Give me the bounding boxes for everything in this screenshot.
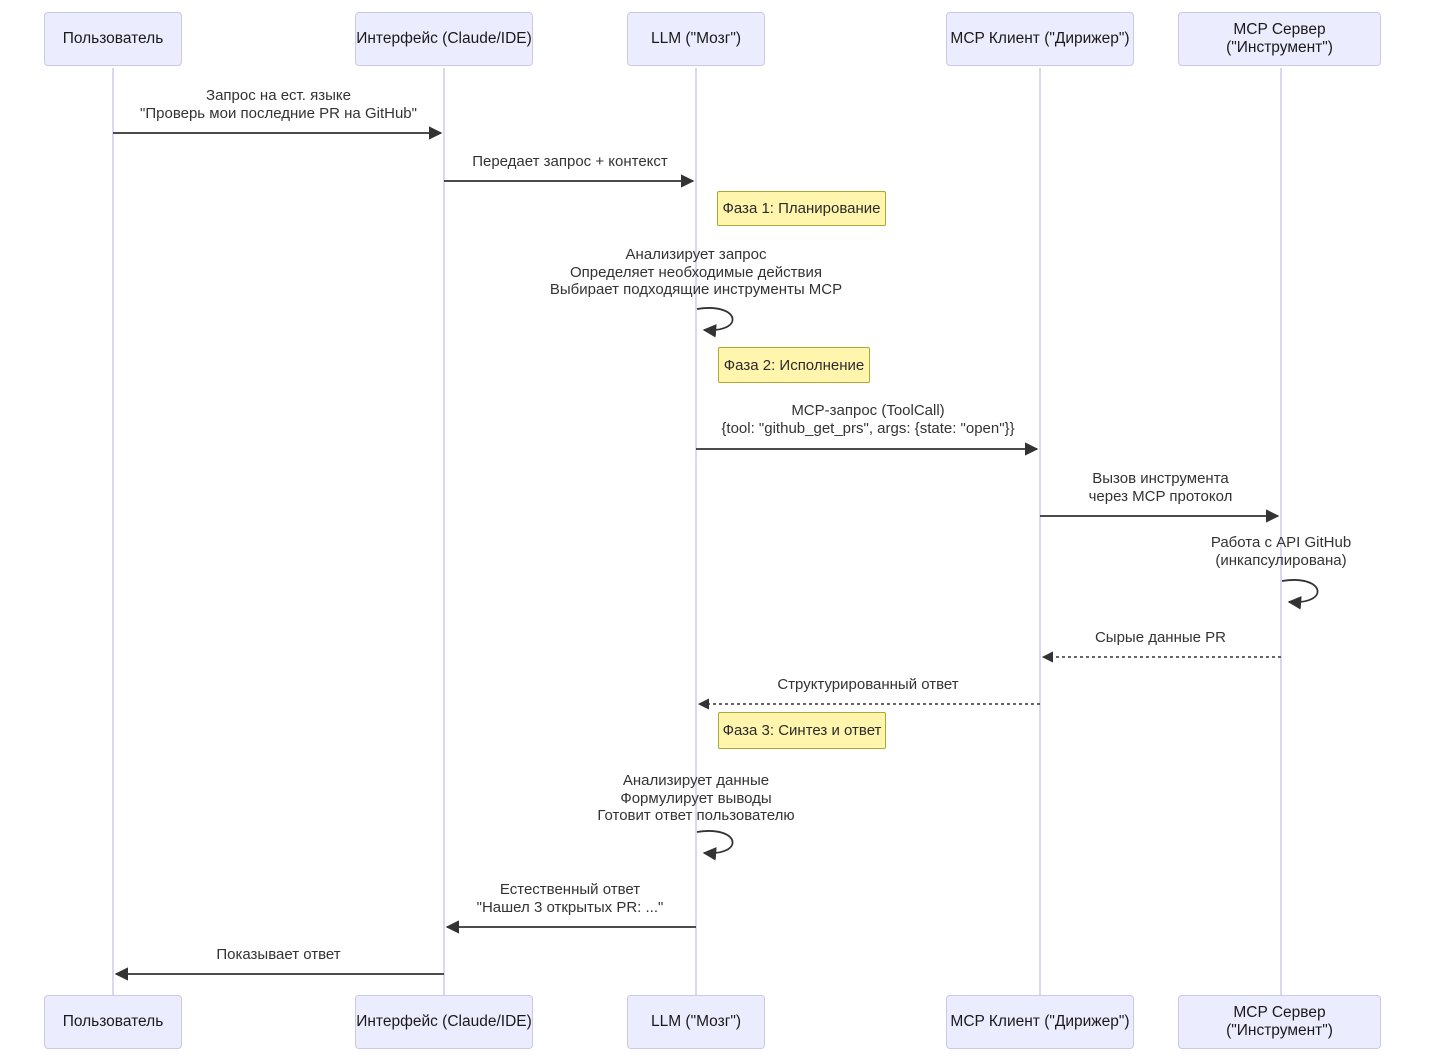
message-line: {tool: "github_get_prs", args: {state: "… (721, 419, 1015, 437)
message-line: Анализирует данные (622, 772, 770, 789)
message-line: Показывает ответ (216, 946, 341, 963)
actor-label: MCP Клиент ("Дирижер") (950, 1013, 1130, 1030)
message-line: через MCP протокол (1088, 487, 1233, 505)
self-loop-llm-synthesis (696, 830, 734, 861)
actor-bottom-user: Пользователь (44, 995, 182, 1049)
message-line: Естественный ответ (499, 881, 641, 898)
actor-bottom-mcp-server: MCP Сервер ("Инструмент") (1178, 995, 1381, 1049)
message-label-toolcall: MCP-запрос (ToolCall) {tool: "github_get… (676, 402, 1060, 437)
note-label: Фаза 3: Синтез и ответ (722, 722, 882, 739)
self-loop-server-github (1281, 579, 1319, 610)
note-phase-2: Фаза 2: Исполнение (718, 347, 870, 383)
message-line: MCP-запрос (ToolCall) (791, 402, 945, 419)
actor-top-mcp-server: MCP Сервер ("Инструмент") (1178, 12, 1381, 66)
message-line: "Нашел 3 открытых PR: ..." (476, 898, 664, 916)
actor-bottom-mcp-client: MCP Клиент ("Дирижер") (946, 995, 1134, 1049)
actor-top-mcp-client: MCP Клиент ("Дирижер") (946, 12, 1134, 66)
message-label-rawdata: Сырые данные PR (1040, 629, 1281, 647)
actor-label: Пользователь (62, 1013, 164, 1030)
actor-bottom-llm: LLM ("Мозг") (627, 995, 765, 1049)
message-line: Формулирует выводы (620, 789, 772, 807)
message-label-answer: Естественный ответ "Нашел 3 открытых PR:… (444, 881, 696, 916)
message-line: Запрос на ест. языке (206, 87, 351, 104)
message-line: (инкапсулирована) (1215, 551, 1347, 569)
self-message-llm-synthesis: Анализирует данные Формулирует выводы Го… (496, 772, 896, 825)
note-label: Фаза 2: Исполнение (723, 356, 865, 374)
message-line: Выбирает подходящие инструменты MCP (549, 281, 843, 298)
message-line: Работа с API GitHub (1210, 534, 1352, 551)
note-label: Фаза 1: Планирование (722, 200, 881, 217)
message-line: Анализирует запрос (625, 246, 767, 263)
actor-label: MCP Клиент ("Дирижер") (950, 30, 1130, 47)
message-label-toolinvoke: Вызов инструмента через MCP протокол (1040, 470, 1281, 505)
actor-label: Пользователь (62, 30, 164, 47)
actor-label: MCP Сервер ("Инструмент") (1226, 21, 1333, 56)
self-message-llm-planning: Анализирует запрос Определяет необходимы… (496, 246, 896, 299)
actor-label: LLM ("Мозг") (650, 30, 742, 47)
message-label-show: Показывает ответ (113, 946, 444, 964)
self-loop-llm-planning (696, 307, 734, 338)
message-label-structured: Структурированный ответ (696, 676, 1040, 694)
message-line: Структурированный ответ (777, 676, 959, 693)
actor-top-user: Пользователь (44, 12, 182, 66)
actor-bottom-interface: Интерфейс (Claude/IDE) (355, 995, 533, 1049)
actor-label: Интерфейс (Claude/IDE) (356, 30, 532, 47)
actor-label: Интерфейс (Claude/IDE) (356, 1013, 532, 1030)
message-line: Готовит ответ пользователю (597, 807, 795, 824)
message-label-request: Запрос на ест. языке "Проверь мои послед… (113, 87, 444, 122)
message-line: Передает запрос + контекст (472, 153, 668, 170)
note-phase-3: Фаза 3: Синтез и ответ (718, 712, 886, 749)
message-line: "Проверь мои последние PR на GitHub" (140, 104, 417, 122)
message-label-context: Передает запрос + контекст (444, 153, 696, 171)
lifelines (112, 68, 1282, 995)
message-line: Сырые данные PR (1094, 629, 1227, 646)
actor-label: MCP Сервер ("Инструмент") (1226, 1004, 1333, 1039)
note-phase-1: Фаза 1: Планирование (717, 191, 886, 226)
self-message-server-github: Работа с API GitHub (инкапсулирована) (1131, 534, 1429, 569)
message-line: Определяет необходимые действия (570, 263, 822, 281)
actor-label: LLM ("Мозг") (650, 1013, 742, 1030)
message-line: Вызов инструмента (1092, 470, 1229, 487)
actor-top-llm: LLM ("Мозг") (627, 12, 765, 66)
actor-top-interface: Интерфейс (Claude/IDE) (355, 12, 533, 66)
